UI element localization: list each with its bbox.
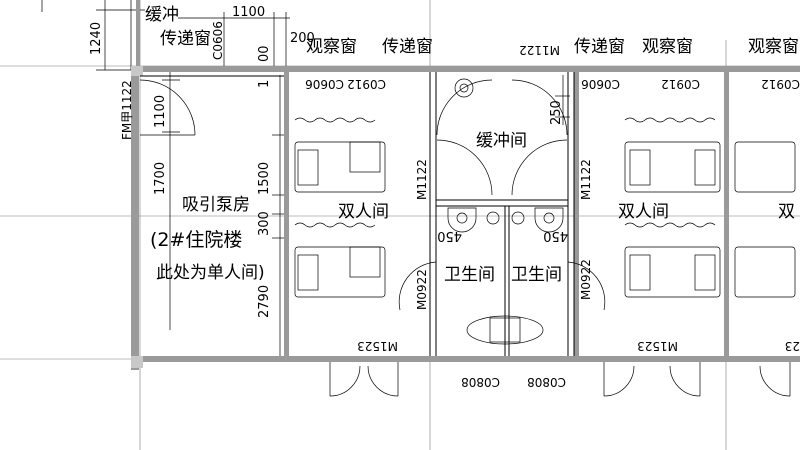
code-c0606-b: C0606 — [581, 77, 620, 91]
sanitary-fixtures — [447, 78, 564, 345]
code-c0912-b: C0912 — [661, 77, 700, 91]
code-m1523-b: M1523 — [637, 339, 678, 353]
dim-2790: 2790 — [257, 285, 272, 318]
label-double-room-2: 双人间 — [618, 202, 669, 222]
code-m1523-c: 23 — [785, 339, 800, 353]
label-toilet-2: 卫生间 — [511, 265, 562, 285]
code-c0808-b: C0808 — [527, 375, 566, 389]
code-c0808-a: C0808 — [461, 375, 500, 389]
label-buffer-room: 缓冲间 — [476, 131, 527, 151]
label-pass-1: 传递窗 — [382, 37, 433, 57]
dim-450-a: 450 — [437, 228, 462, 243]
dim-1240: 1240 — [89, 22, 104, 55]
code-m1122-top: M1122 — [519, 43, 560, 57]
label-pump-room: 吸引泵房 — [182, 195, 250, 215]
label-double-room-1: 双人间 — [338, 202, 389, 222]
dim-250: 250 — [549, 100, 564, 125]
dim-1100-top: 1100 — [232, 5, 265, 20]
code-c0912-a: C0912 — [347, 77, 386, 91]
room-labels: 缓冲 传递窗 观察窗 传递窗 传递窗 观察窗 观察窗 缓冲间 双人间 双人间 双… — [145, 5, 799, 285]
label-pass-2: 传递窗 — [574, 37, 625, 57]
door-swings — [139, 79, 791, 397]
core-walls — [140, 72, 575, 356]
code-m0922-right: M0922 — [579, 259, 593, 300]
dim-1500: 1500 — [257, 162, 272, 195]
label-buffer-top: 缓冲 — [145, 5, 179, 25]
code-c0912-c: C0912 — [761, 77, 800, 91]
furniture — [294, 117, 796, 298]
dim-1700: 1700 — [153, 162, 168, 195]
code-c0606-a: C0606 — [305, 77, 344, 91]
code-fm1122: FM甲1122 — [120, 80, 134, 140]
dimension-text: 1240 1100 200 00 1 1100 1700 1500 300 27… — [89, 5, 568, 318]
walls — [131, 0, 800, 370]
label-observe-2: 观察窗 — [642, 37, 693, 57]
dim-450-b: 450 — [543, 228, 568, 243]
label-observe-1: 观察窗 — [306, 37, 357, 57]
code-m1122-right: M1122 — [579, 159, 593, 200]
dim-300: 300 — [257, 211, 272, 236]
label-pass-window-top: 传递窗 — [160, 29, 211, 49]
code-m0922-left: M0922 — [415, 269, 429, 310]
dim-1100-side: 1100 — [153, 95, 168, 128]
label-toilet-1: 卫生间 — [444, 265, 495, 285]
label-observe-3: 观察窗 — [748, 37, 799, 57]
label-single-note: 此处为单人间) — [156, 263, 265, 283]
dim-1: 1 — [257, 80, 272, 88]
code-m1523-a: M1523 — [357, 339, 398, 353]
label-building-note: (2#住院楼 — [150, 229, 242, 251]
label-double-room-3: 双 — [778, 202, 795, 222]
code-c0606-top: C0606 — [211, 21, 225, 60]
dim-00: 00 — [257, 45, 272, 62]
code-m1122-left: M1122 — [415, 159, 429, 200]
opening-codes: C0606 FM甲1122 C0912 C0606 M1122 C0606 C0… — [120, 21, 800, 389]
dim-200: 200 — [290, 31, 315, 46]
